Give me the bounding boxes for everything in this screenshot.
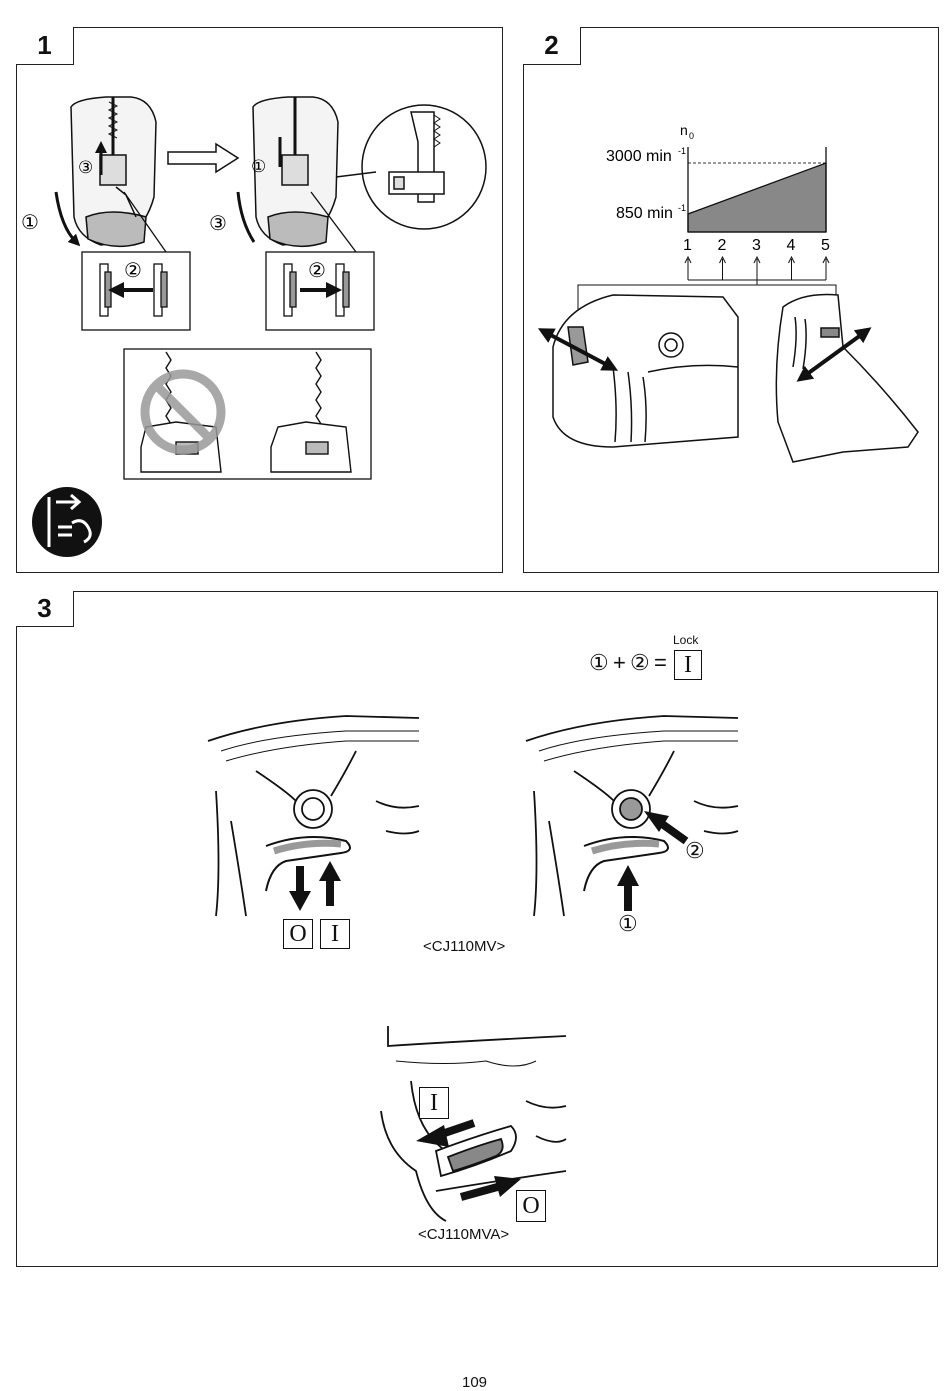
jigsaw-front-right <box>236 96 339 248</box>
clamp-detail-box-2 <box>265 191 375 331</box>
unplug-icon <box>32 487 102 557</box>
model-label-cj110mva: <CJ110MVA> <box>418 1226 510 1243</box>
up-arrow-icon <box>617 865 639 886</box>
dial-arrow-5 <box>822 255 830 280</box>
slide-off-symbol: O <box>516 1190 546 1222</box>
callout-2: ② <box>685 838 705 863</box>
dial-arrow-3 <box>753 255 761 280</box>
prohibited-icon <box>140 369 226 455</box>
lock-formula-plus: + <box>613 650 626 675</box>
speed-min-unit: -1 <box>678 203 686 213</box>
switch-off-symbol: O <box>283 919 313 949</box>
step-1-label-left: ① <box>21 212 39 234</box>
dial-arrow-1 <box>684 255 692 280</box>
step-1-label-right: ① <box>251 157 266 176</box>
model-label-cj110mv: <CJ110MV> <box>423 938 506 955</box>
panel-3-number: 3 <box>16 591 74 627</box>
page-number: 109 <box>462 1374 488 1391</box>
speed-min-label: 850 min <box>616 205 673 222</box>
lock-formula-b: ② <box>630 650 650 675</box>
trigger-switch-right <box>525 715 739 917</box>
dial-position-5: 5 <box>821 237 830 254</box>
dial-arrow-2 <box>719 255 726 280</box>
up-arrow-icon <box>319 861 341 881</box>
trigger-switch-left <box>207 715 420 917</box>
panel-3 <box>16 591 938 1267</box>
panel-2-number: 2 <box>523 27 581 65</box>
speed-area <box>687 162 827 233</box>
dial-ticks: 1 2 3 4 5 <box>683 237 830 280</box>
panel-1 <box>16 27 503 573</box>
right-arrow-icon <box>167 142 240 174</box>
switch-on-symbol: I <box>320 919 350 949</box>
speed-max-label: 3000 min <box>606 148 672 165</box>
lock-on-symbol: I <box>674 650 702 680</box>
panel-2 <box>523 27 939 573</box>
step-3-label-right: ③ <box>209 213 227 235</box>
lock-label: Lock <box>673 633 699 647</box>
slide-switch-mva <box>380 1026 567 1222</box>
right-arrow-icon <box>494 1176 521 1197</box>
panel-1-number: 1 <box>16 27 74 65</box>
lock-formula-a: ① <box>589 650 609 675</box>
diagonal-arrow-icon <box>644 811 669 832</box>
dial-position-1: 1 <box>683 237 692 254</box>
speed-chart: n 0 3000 min -1 850 min -1 1 2 3 4 5 <box>537 122 919 463</box>
speed-max-unit: -1 <box>678 146 686 156</box>
panel-3-illustration <box>207 715 739 1222</box>
dial-arrow-4 <box>788 255 795 280</box>
n0-label: n <box>680 122 688 138</box>
slide-on-symbol: I <box>419 1087 449 1119</box>
down-arrow-icon <box>289 891 311 911</box>
n0-subscript: 0 <box>689 131 694 141</box>
step-2-label-left: ② <box>124 260 142 282</box>
left-arrow-icon <box>416 1125 449 1147</box>
step-3-label-left: ③ <box>78 158 93 177</box>
dial-position-4: 4 <box>787 237 796 254</box>
jigsaw-front-left <box>54 96 157 248</box>
callout-1: ① <box>618 911 638 936</box>
clamp-detail-box-1 <box>81 191 191 331</box>
step-2-label-right: ② <box>308 260 326 282</box>
lock-formula-eq: = <box>654 650 667 675</box>
dial-position-2: 2 <box>718 237 727 254</box>
panel-1-illustration: ③ ① ① ③ ② ② <box>21 96 487 557</box>
jigsaw-side-view <box>537 294 739 448</box>
dial-position-3: 3 <box>752 237 761 254</box>
jigsaw-front-view <box>775 293 919 463</box>
